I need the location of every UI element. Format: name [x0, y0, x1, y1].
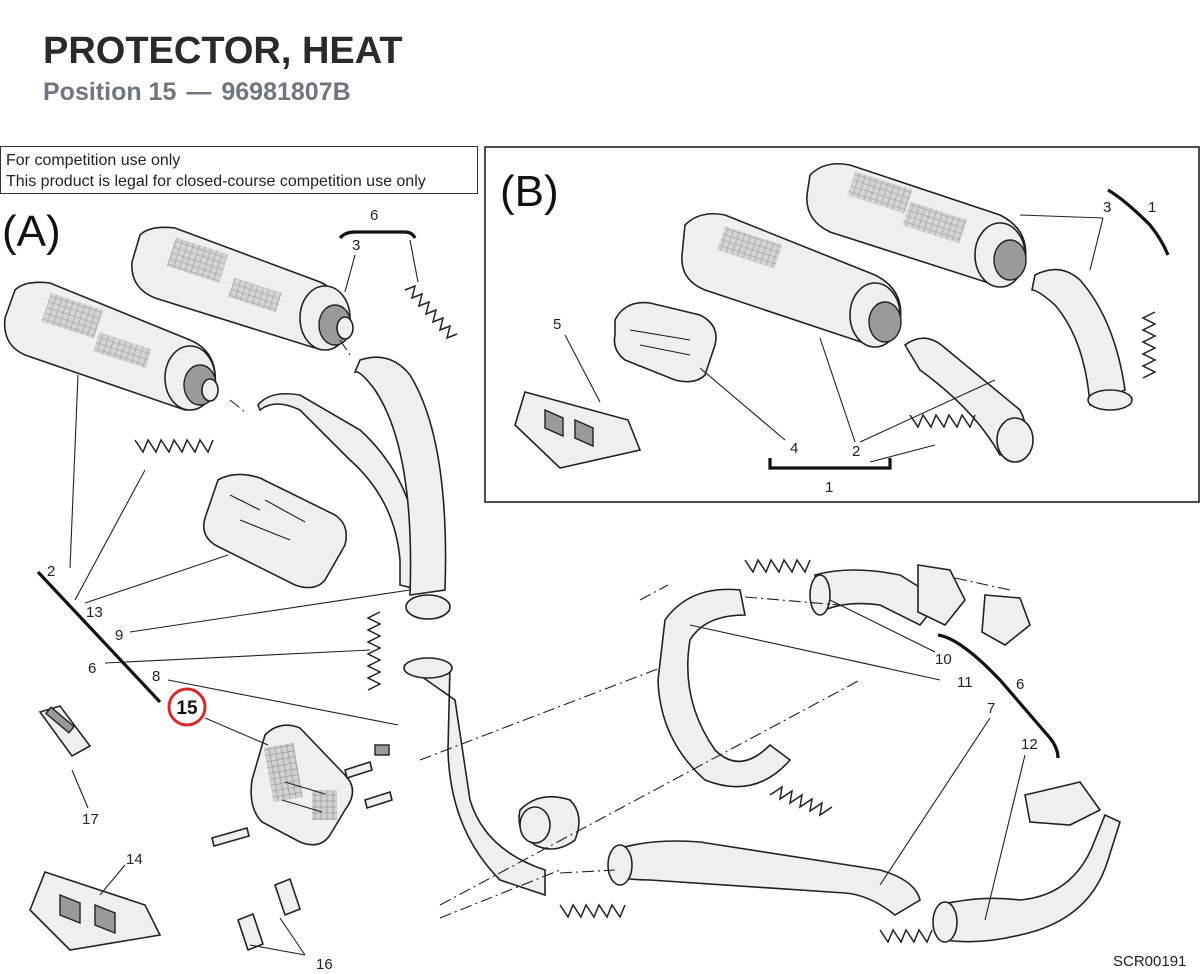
section-a-label: (A) — [2, 207, 61, 256]
silencer-b-lower — [681, 212, 902, 348]
bracket-b-5 — [514, 391, 642, 469]
callout-b-1-bottom: 1 — [825, 479, 833, 496]
callout-b-1-top: 1 — [1148, 199, 1156, 216]
leader-lines — [69, 214, 1104, 956]
highlight-ring — [167, 687, 207, 727]
link-pipe-a — [257, 356, 451, 620]
position-label: Position 15 — [43, 78, 177, 106]
heat-shield-b-4 — [613, 301, 717, 383]
spring-a-top — [404, 284, 458, 340]
screws-a — [211, 744, 393, 847]
bracket-14 — [29, 871, 162, 951]
page-title: PROTECTOR, HEAT — [43, 30, 403, 72]
flanges — [917, 564, 1102, 826]
callout-a-16: 16 — [316, 956, 333, 973]
callout-a-9: 9 — [115, 627, 123, 644]
callout-c-6: 6 — [1016, 676, 1024, 693]
callout-a-13: 13 — [86, 604, 103, 621]
callout-c-12: 12 — [1021, 736, 1038, 753]
callout-b-5: 5 — [553, 316, 561, 333]
drawing-code: SCR00191 — [1113, 953, 1186, 970]
dash-dot-lines — [229, 339, 1011, 919]
callout-b-4: 4 — [790, 440, 798, 457]
section-b-frame — [484, 146, 1200, 503]
silencer-b-upper — [806, 162, 1027, 288]
competition-notice: For competition use only This product is… — [0, 146, 478, 194]
highlight-number: 15 — [176, 698, 198, 719]
callout-a-14: 14 — [126, 851, 143, 868]
callout-c-10: 10 — [935, 651, 952, 668]
callout-b-3: 3 — [1103, 199, 1111, 216]
heat-protector-15[interactable] — [250, 724, 354, 846]
connector-17 — [38, 705, 92, 758]
callout-a-2: 2 — [47, 563, 55, 580]
notice-line-2: This product is legal for closed-course … — [6, 173, 426, 190]
pipes-b — [903, 268, 1133, 463]
callout-c-11: 11 — [957, 674, 973, 691]
spring-a-vertical — [366, 611, 382, 691]
callout-a-8: 8 — [152, 668, 160, 685]
silencer-a-upper — [131, 226, 354, 351]
springs-c — [559, 558, 933, 944]
callout-a-3: 3 — [352, 237, 360, 254]
callout-c-7: 7 — [987, 700, 995, 717]
callout-labels: 6 3 2 13 9 6 8 17 14 16 3 1 5 4 2 1 10 1… — [47, 199, 1156, 973]
downpipe-a — [403, 657, 546, 897]
spring-a-middle — [134, 438, 214, 454]
header-pipes — [518, 569, 1121, 943]
springs-b — [909, 311, 1157, 429]
silencer-a-lower — [3, 281, 219, 411]
callout-a-6-left: 6 — [88, 660, 96, 677]
part-number: 96981807B — [221, 78, 351, 106]
subtitle-separator: — — [186, 78, 212, 106]
notice-line-1: For competition use only — [6, 152, 181, 169]
position-15-callout[interactable]: 15 — [167, 687, 207, 727]
callout-b-2: 2 — [852, 443, 860, 460]
clips-16 — [237, 877, 301, 952]
callout-a-6-top: 6 — [370, 207, 378, 224]
section-b-label: (B) — [500, 167, 559, 216]
heat-shield-13 — [202, 473, 348, 589]
page-subtitle: Position 15 — 96981807B — [43, 78, 351, 107]
callout-a-17: 17 — [82, 811, 99, 828]
brackets — [36, 188, 1170, 759]
